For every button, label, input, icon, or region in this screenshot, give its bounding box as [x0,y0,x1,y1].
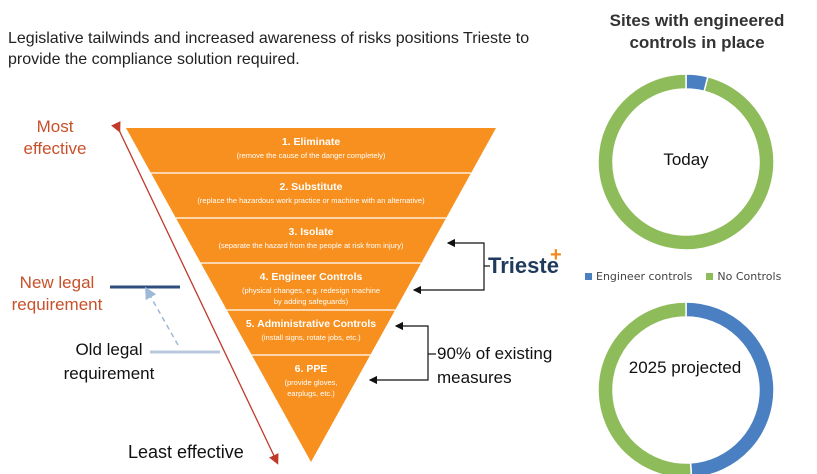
pyramid-level-desc: (provide gloves, [285,378,338,387]
pyramid-level-desc: by adding safeguards) [274,297,349,306]
pyramid-level-desc: (separate the hazard from the people at … [218,241,404,250]
legend-label: Engineer controls [596,270,693,283]
donut-slice [597,73,775,251]
pyramid-level-title: 4. Engineer Controls [260,271,363,283]
pyramid-text: 1. Eliminate (remove the cause of the dan… [197,136,425,398]
trieste-logo: Trieste [488,253,559,278]
pyramid-level-title: 3. Isolate [289,226,334,238]
donut-today [597,73,775,251]
trieste-plus-icon: + [550,244,562,266]
pyramid-level-title: 5. Administrative Controls [246,318,376,330]
pyramid-level-desc: (physical changes, e.g. redesign machine [242,286,380,295]
legend-swatch [585,273,592,280]
donut-center-label: 2025 projected [628,358,742,377]
new-requirement-label: New legal requirement [11,273,103,314]
donut-slice [597,301,693,474]
effectiveness-arrow [111,121,279,465]
pyramid-level-title: 2. Substitute [279,181,342,193]
measures-bracket [416,325,429,381]
chart-legend: Engineer controls No Controls [585,270,781,283]
legend-item: No Controls [706,270,781,283]
legend-swatch [706,273,714,280]
legend-label: No Controls [717,270,782,283]
pyramid-level-desc: (remove the cause of the danger complete… [237,151,386,160]
headline: Legislative tailwinds and increased awar… [8,30,530,68]
donut-slice [685,301,775,474]
pyramid-level-desc: earplugs, etc.) [287,389,335,398]
chart-title: Sites with engineered controls in place [609,11,785,52]
pyramid-level-desc: (install signs, rotate jobs, etc.) [261,333,361,342]
most-effective-label: Most effective [23,117,87,158]
donut-center-label: Today [663,150,709,169]
least-effective-label: Least effective [128,442,244,462]
pyramid-triangle [126,128,496,462]
requirement-shift-arrow [145,286,179,346]
pyramid-level-title: 1. Eliminate [282,136,341,148]
legend-item: Engineer controls [585,270,692,283]
pyramid-level-title: 6. PPE [295,363,328,375]
pyramid-level-desc: (replace the hazardous work practice or … [197,196,425,205]
existing-measures-label: 90% of existing measures [437,344,553,387]
trieste-bracket [470,242,485,291]
donut-2025 [597,301,775,474]
old-requirement-label: Old legal requirement [63,340,155,383]
